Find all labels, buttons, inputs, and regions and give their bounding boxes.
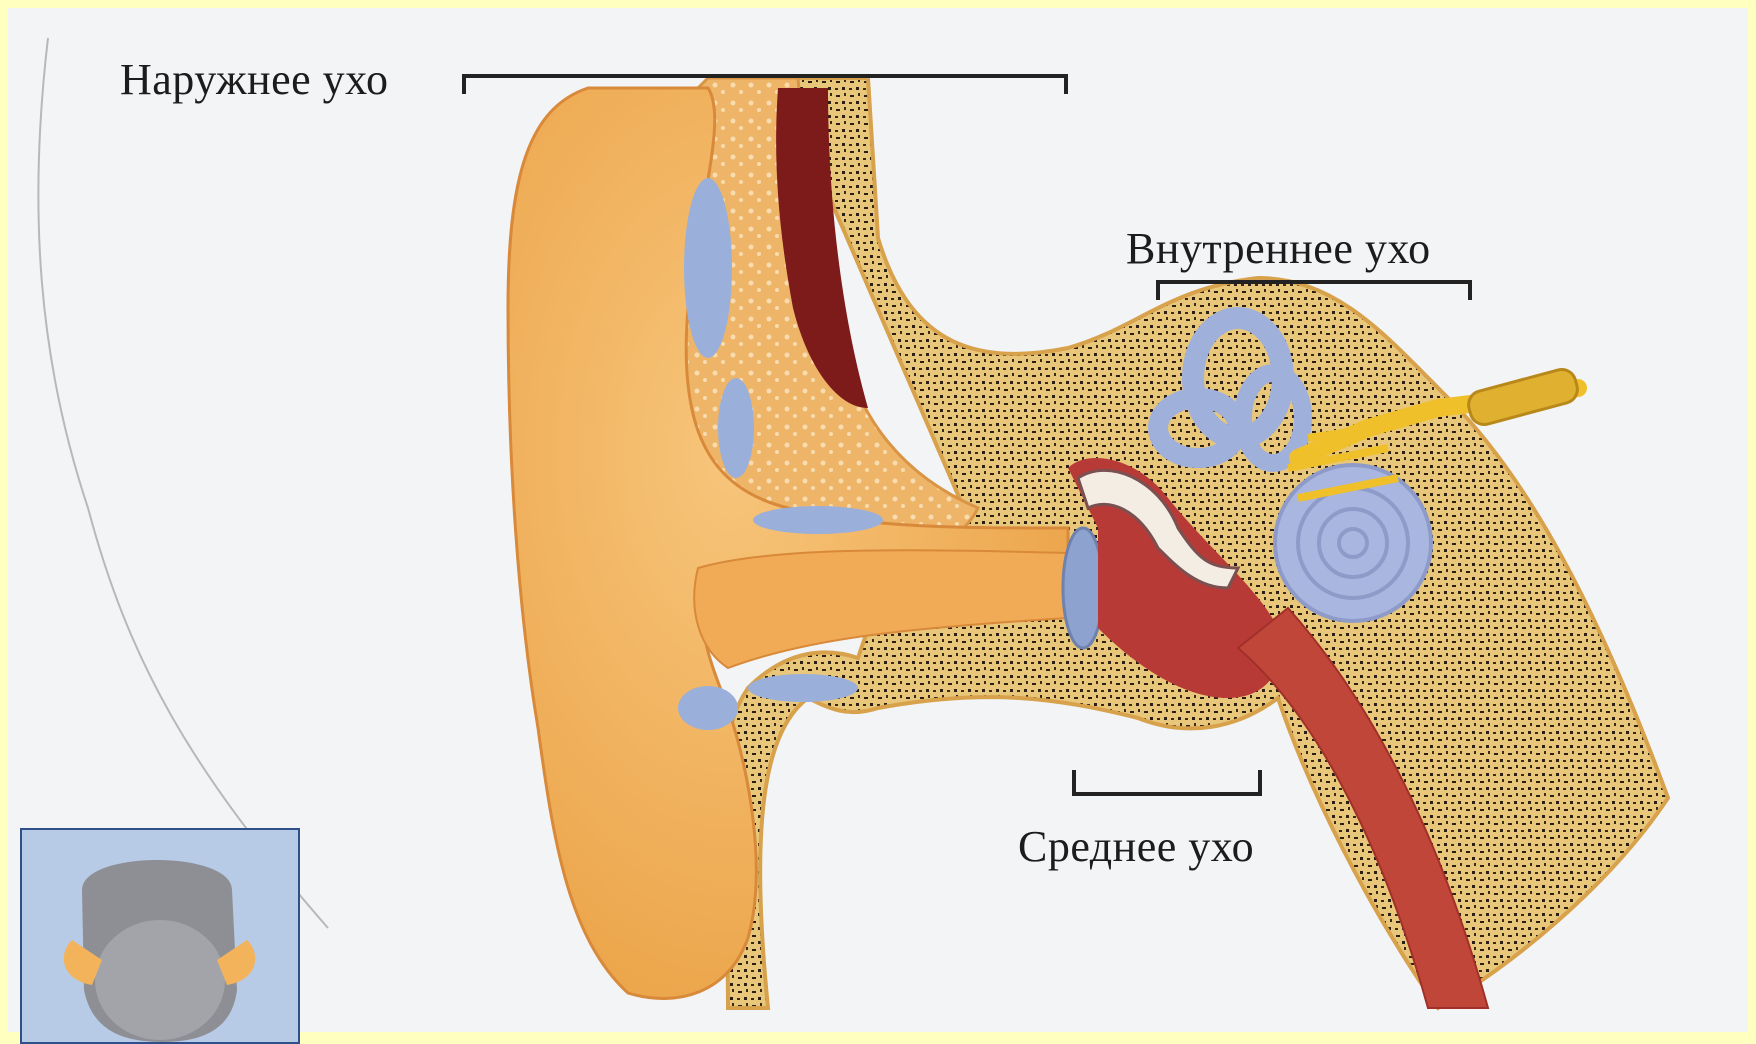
cartilage-patch	[684, 178, 732, 358]
cartilage-patch	[753, 506, 883, 534]
head-outline	[38, 38, 328, 928]
nerve-trunk	[1465, 366, 1580, 427]
cartilage-patch	[718, 378, 754, 478]
head-thumbnail	[20, 828, 300, 1044]
inner-ear-label: Внутреннее ухо	[1126, 223, 1431, 274]
middle-ear-bracket	[1074, 770, 1260, 794]
outer-ear-label: Наружнее ухо	[120, 54, 388, 105]
middle-ear-label: Среднее ухо	[1018, 821, 1254, 872]
head-illustration	[22, 830, 298, 1042]
cartilage-patch	[748, 674, 858, 702]
eardrum	[1063, 528, 1103, 648]
cartilage-patch	[678, 686, 738, 730]
face-shade	[95, 920, 225, 1040]
ear-anatomy-figure: Наружнее ухо Внутреннее ухо Среднее ухо	[8, 8, 1748, 1032]
